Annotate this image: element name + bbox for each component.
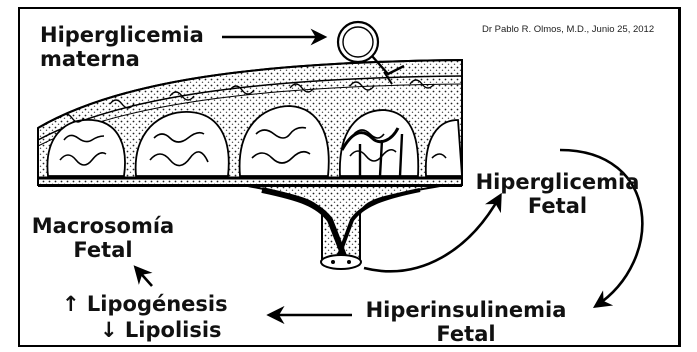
label-line: Fetal [470, 194, 645, 218]
arrow-lipogenesis-to-macrosomia [136, 268, 152, 286]
label-fetal-hyperinsulinemia: Hiperinsulinemia Fetal [356, 298, 576, 346]
label-line: materna [40, 47, 204, 71]
label-line: Hiperglicemia [40, 23, 204, 47]
label-maternal-hyperglycemia: Hiperglicemia materna [40, 23, 204, 71]
umbilical-cord [248, 186, 440, 269]
label-line: Fetal [28, 238, 178, 262]
label-fetal-macrosomia: Macrosomía Fetal [28, 214, 178, 262]
label-line: Macrosomía [28, 214, 178, 238]
label-line: Hiperinsulinemia [356, 298, 576, 322]
credit-text: Dr Pablo R. Olmos, M.D., Junio 25, 2012 [482, 24, 654, 35]
label-lipogenesis: ↑ Lipogénesis [62, 292, 228, 316]
label-line: Fetal [356, 322, 576, 346]
label-fetal-hyperglycemia: Hiperglicemia Fetal [470, 170, 645, 218]
label-line: Hiperglicemia [470, 170, 645, 194]
label-lipolysis: ↓ Lipolisis [100, 318, 222, 342]
